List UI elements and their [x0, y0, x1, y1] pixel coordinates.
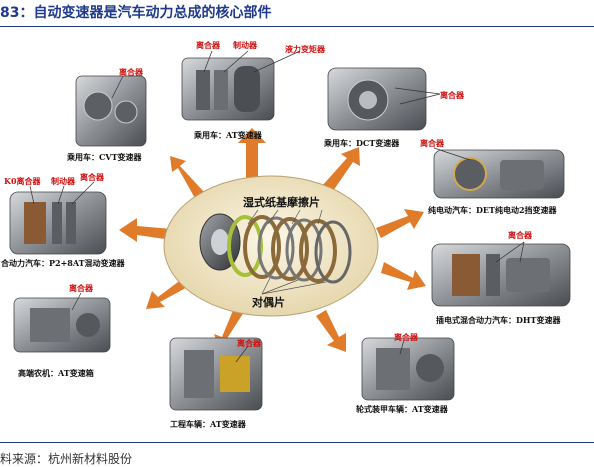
farm-caption: 高端农机：AT变速箱 [18, 368, 94, 378]
unit-dct: 离合器 乘用车：DCT变速器 [323, 67, 465, 148]
p2-part-clutch: 离合器 [80, 172, 105, 182]
unit-dht: 离合器 插电式混合动力汽车：DHT变速器 [431, 230, 571, 325]
arrow-to-armor [316, 310, 346, 352]
unit-at: 离合器 制动器 液力变矩器 乘用车：AT变速器 [181, 40, 326, 140]
det-caption: 纯电动汽车：DET纯电动2挡变速器 [428, 205, 558, 215]
figure-title: 83：自动变速器是汽车动力总成的核心部件 [0, 5, 272, 21]
arrow-to-dht [381, 262, 426, 290]
at-caption: 乘用车：AT变速器 [193, 130, 263, 140]
footer-divider [0, 442, 594, 443]
arrow-to-cvt [170, 156, 204, 200]
dct-caption: 乘用车：DCT变速器 [323, 138, 400, 148]
at-part-torque-converter: 液力变矩器 [285, 44, 326, 54]
unit-eng: 离合器 工程车辆：AT变速器 [169, 337, 263, 429]
dht-caption: 插电式混合动力汽车：DHT变速器 [436, 315, 561, 325]
p2-caption: 合动力汽车：P2+8AT混动变速器 [0, 258, 126, 268]
arrow-to-dct [322, 147, 360, 191]
source-note: 料来源：杭州新材料股份 [0, 452, 133, 466]
det-part-clutch: 离合器 [420, 138, 445, 148]
friction-plate-center: 湿式纸基摩擦片 对偶片 [163, 175, 379, 317]
at-part-brake: 制动器 [233, 40, 258, 50]
eng-caption: 工程车辆：AT变速器 [170, 419, 247, 429]
arrow-to-p2 [119, 218, 172, 242]
farm-part-clutch: 离合器 [69, 283, 94, 293]
unit-armor: 离合器 轮式装甲车辆：AT变速器 [356, 332, 455, 414]
p2-part-k0-clutch: K0离合器 [4, 176, 42, 186]
armor-caption: 轮式装甲车辆：AT变速器 [356, 404, 449, 414]
armor-part-clutch: 离合器 [394, 332, 419, 342]
at-part-clutch: 离合器 [196, 40, 221, 50]
arrow-to-at [238, 128, 266, 178]
eng-part-clutch: 离合器 [237, 338, 262, 348]
cvt-caption: 乘用车：CVT变速器 [66, 152, 143, 162]
p2-part-brake: 制动器 [51, 176, 76, 186]
unit-farm: 离合器 高端农机：AT变速箱 [13, 283, 111, 378]
dct-part-clutch: 离合器 [440, 90, 465, 100]
unit-cvt: 离合器 乘用车：CVT变速器 [66, 67, 147, 162]
dht-part-clutch: 离合器 [508, 230, 533, 240]
cvt-part-clutch: 离合器 [119, 67, 144, 77]
arrow-to-det [376, 209, 424, 238]
unit-p2: K0离合器 制动器 离合器 合动力汽车：P2+8AT混动变速器 [0, 172, 126, 268]
title-divider [0, 26, 594, 27]
center-label-friction: 湿式纸基摩擦片 [243, 195, 320, 209]
unit-det: 离合器 纯电动汽车：DET纯电动2挡变速器 [420, 138, 565, 215]
center-label-dual-plate: 对偶片 [252, 295, 285, 309]
